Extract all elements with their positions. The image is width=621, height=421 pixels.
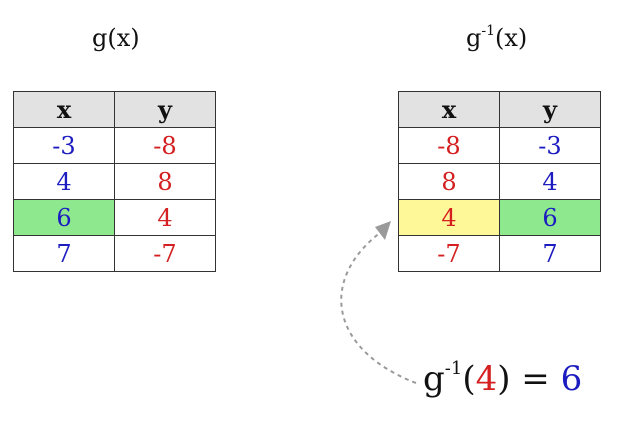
highlighted-x-cell: 4 [398, 199, 500, 236]
equation-open-paren: ( [462, 359, 476, 399]
highlighted-y-cell: 6 [499, 199, 601, 236]
g-value-table: x y -3 -8 4 8 6 4 7 -7 [13, 91, 216, 272]
g-inverse-table-title: g-1(x) [466, 23, 528, 52]
equation-output: 6 [560, 359, 583, 399]
table-row: 4 6 [398, 199, 601, 236]
table-header-row: x y [13, 91, 216, 128]
y-cell: 4 [114, 199, 216, 236]
highlighted-x-cell: 6 [13, 199, 115, 236]
x-column-header: x [13, 91, 115, 128]
table-row: 6 4 [13, 199, 216, 236]
table-row: -3 -8 [13, 127, 216, 164]
arrowhead-icon [375, 221, 391, 240]
equation-superscript: -1 [444, 358, 463, 379]
equation-close-paren: ) [497, 359, 511, 399]
x-cell: -7 [398, 235, 500, 272]
g-table-title: g(x) [92, 26, 140, 50]
g-inverse-title-arg: (x) [495, 24, 528, 52]
g-title-base: g [92, 24, 108, 52]
g-inverse-title-base: g [466, 24, 482, 52]
x-cell: -8 [398, 127, 500, 164]
y-cell: -8 [114, 127, 216, 164]
y-cell: -7 [114, 235, 216, 272]
x-cell: 4 [13, 163, 115, 200]
table-row: 8 4 [398, 163, 601, 200]
table-row: 7 -7 [13, 235, 216, 272]
dashed-arrow-path [340, 231, 417, 384]
y-cell: 4 [499, 163, 601, 200]
table-row: -8 -3 [398, 127, 601, 164]
x-cell: -3 [13, 127, 115, 164]
equation-equals: = [510, 359, 561, 399]
table-header-row: x y [398, 91, 601, 128]
y-column-header: y [114, 91, 216, 128]
y-cell: -3 [499, 127, 601, 164]
table-row: -7 7 [398, 235, 601, 272]
y-column-header: y [499, 91, 601, 128]
equation-function: g [423, 359, 445, 399]
g-title-arg: (x) [107, 24, 140, 52]
g-inverse-value-table: x y -8 -3 8 4 4 6 -7 7 [398, 91, 601, 272]
equation-input: 4 [475, 359, 498, 399]
inverse-evaluation-equation: g-1(4) = 6 [423, 359, 583, 399]
x-cell: 7 [13, 235, 115, 272]
table-row: 4 8 [13, 163, 216, 200]
g-inverse-title-superscript: -1 [481, 23, 496, 39]
y-cell: 7 [499, 235, 601, 272]
